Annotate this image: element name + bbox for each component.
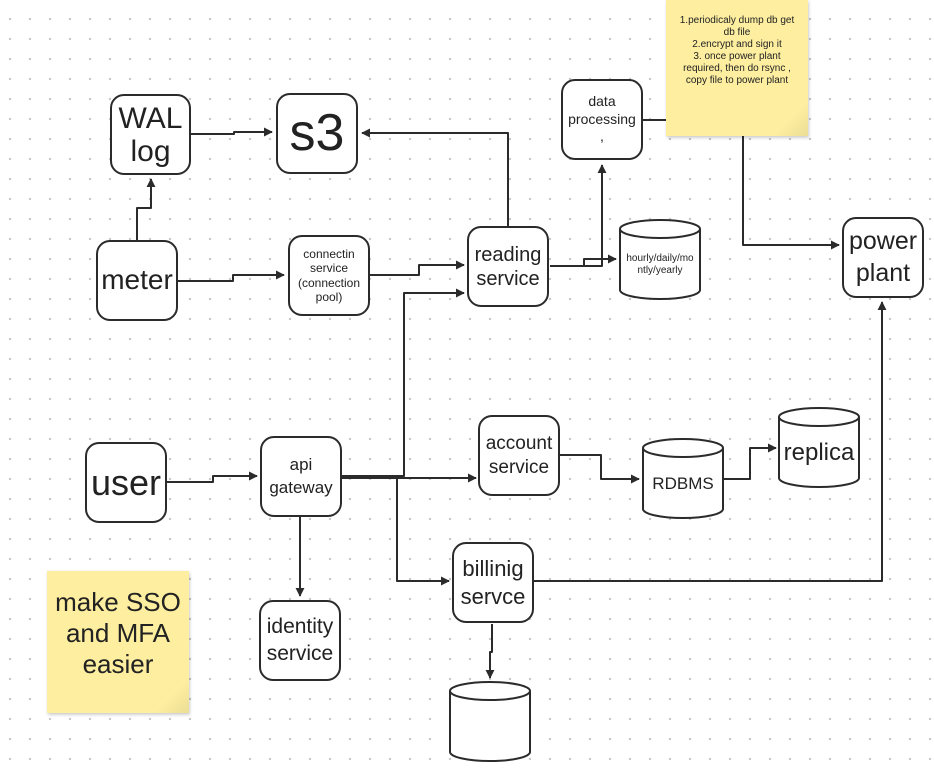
billing-service-node[interactable]: billinig servce xyxy=(452,542,534,623)
edge-gateway-to-billing xyxy=(342,477,450,586)
billing-service-label: billinig servce xyxy=(460,556,526,609)
edge-billing-to-db xyxy=(485,624,495,679)
sso-mfa-note[interactable]: make SSO and MFA easier xyxy=(47,571,189,713)
edge-billing-to-power-plant xyxy=(534,301,887,582)
aggregates-db-node[interactable]: hourly/daily/mo ntly/yearly xyxy=(619,219,701,301)
api-gateway-node[interactable]: api gateway xyxy=(260,436,342,517)
backup-steps-text: 1.periodicaly dump db get db file 2.encr… xyxy=(679,15,795,86)
api-gateway-label: api gateway xyxy=(269,455,333,497)
power-plant-node[interactable]: power plant xyxy=(842,217,924,298)
power-plant-label: power plant xyxy=(848,227,918,287)
identity-service-node[interactable]: identity service xyxy=(259,600,341,681)
account-service-node[interactable]: account service xyxy=(478,415,560,496)
user-label: user xyxy=(90,461,162,503)
wal-log-node[interactable]: WAL log xyxy=(110,94,191,175)
edge-meter-to-wal xyxy=(136,178,156,240)
meter-node[interactable]: meter xyxy=(96,240,178,321)
s3-label: s3 xyxy=(289,103,345,162)
edge-rdbms-to-replica xyxy=(724,443,777,480)
identity-service-label: identity service xyxy=(266,615,334,665)
reading-service-node[interactable]: reading service xyxy=(467,226,549,307)
connection-service-label: connectin service (connection pool) xyxy=(297,246,361,304)
billing-db-node[interactable] xyxy=(449,681,531,763)
edge-reading-to-aggregates xyxy=(550,254,617,267)
sso-mfa-text: make SSO and MFA easier xyxy=(55,587,181,680)
reading-service-label: reading service xyxy=(474,243,542,290)
data-processing-label: data processing , xyxy=(568,93,636,145)
rdbms-node[interactable]: RDBMS xyxy=(642,438,724,520)
edge-gateway-to-reading xyxy=(342,288,465,477)
backup-steps-note[interactable]: 1.periodicaly dump db get db file 2.encr… xyxy=(666,0,808,136)
user-node[interactable]: user xyxy=(85,442,167,523)
edge-meter-to-connection xyxy=(178,270,285,282)
s3-node[interactable]: s3 xyxy=(276,93,358,174)
database-icon xyxy=(778,407,860,488)
database-icon xyxy=(619,219,701,300)
database-icon xyxy=(642,438,724,519)
data-processing-node[interactable]: data processing , xyxy=(561,79,643,160)
account-service-label: account service xyxy=(485,432,553,478)
edge-user-to-gateway xyxy=(167,471,258,483)
edge-wal-to-s3 xyxy=(191,127,273,137)
meter-label: meter xyxy=(101,264,173,296)
connection-service-node[interactable]: connectin service (connection pool) xyxy=(288,235,370,316)
edge-account-to-rdbms xyxy=(560,454,640,484)
edge-reading-to-s3 xyxy=(361,128,509,226)
wal-log-label: WAL log xyxy=(118,101,183,168)
edge-reading-to-data-processing xyxy=(550,164,607,267)
rdbms-label: RDBMS xyxy=(652,474,714,493)
replica-label: replica xyxy=(783,439,855,466)
edge-connection-to-reading xyxy=(370,260,465,276)
replica-node[interactable]: replica xyxy=(778,407,860,489)
database-icon xyxy=(449,681,531,762)
aggregates-db-label: hourly/daily/mo ntly/yearly xyxy=(626,253,694,276)
